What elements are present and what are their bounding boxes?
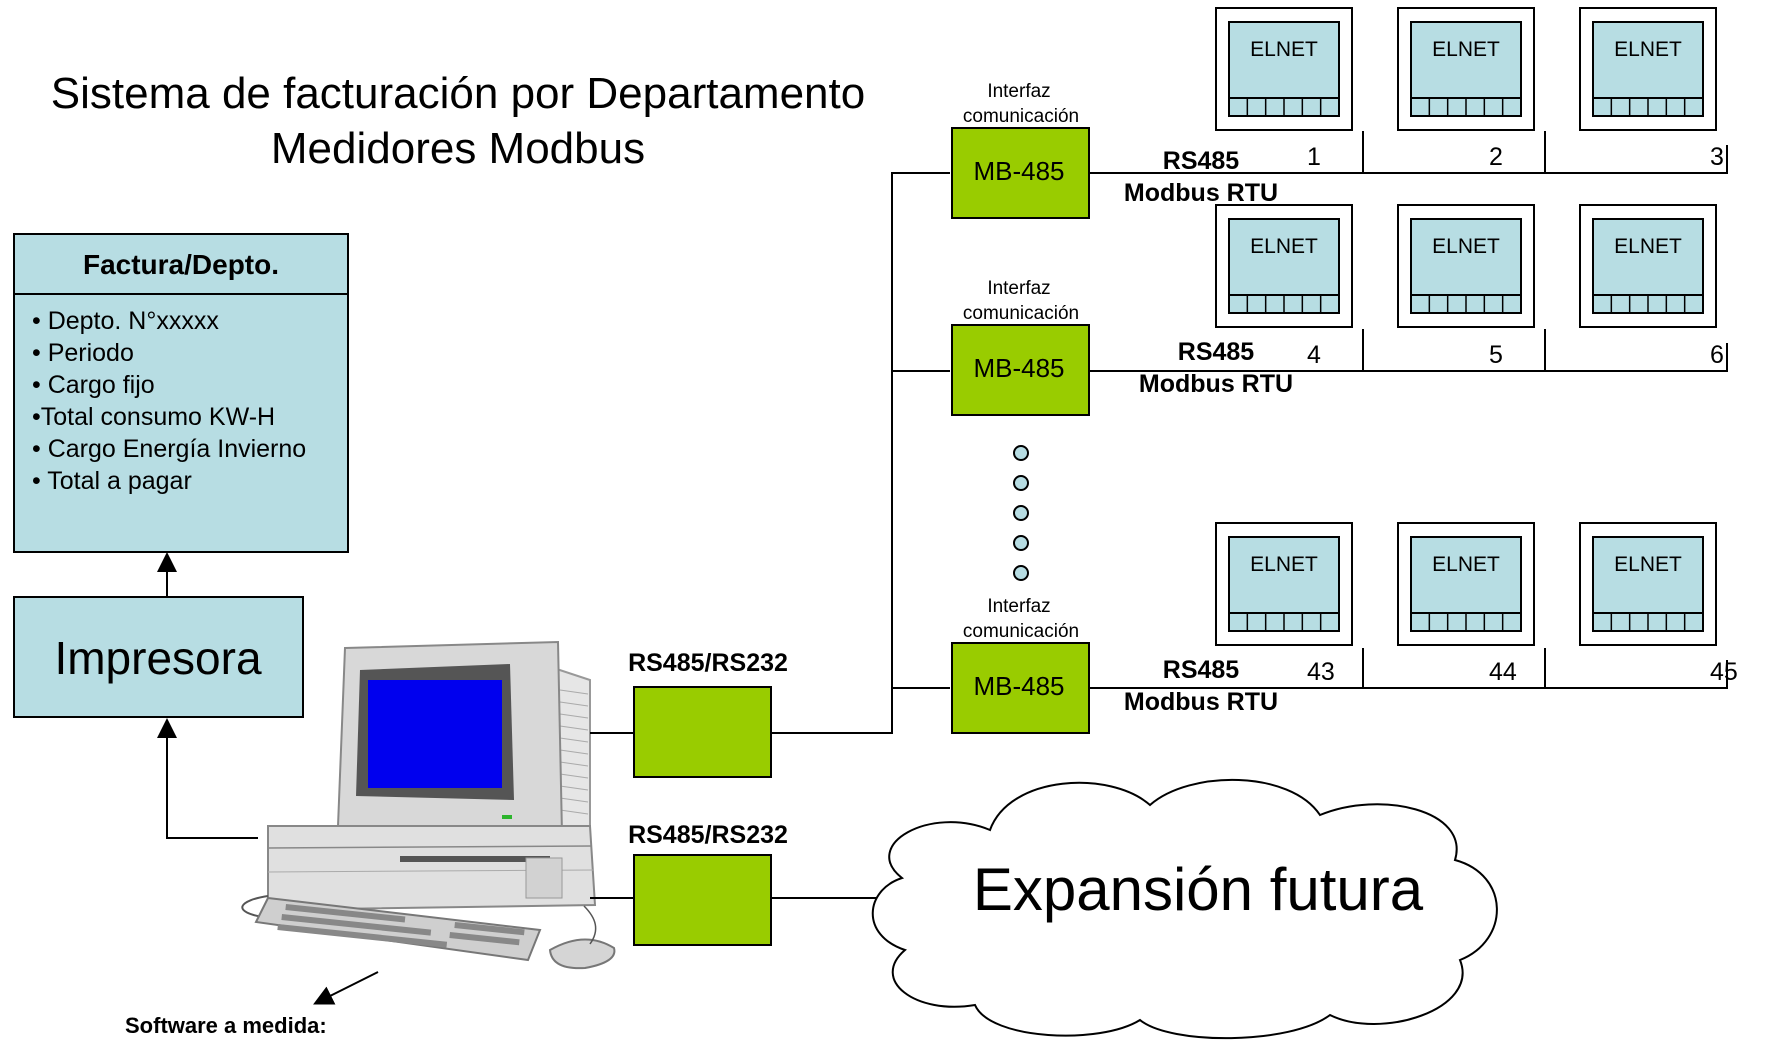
bus-1-protocol-line2: Modbus RTU bbox=[1124, 179, 1278, 207]
elnet-meter-44: ELNET 44 bbox=[1397, 522, 1535, 686]
meter-number-6: 6 bbox=[1710, 341, 1724, 369]
invoice-heading: Factura/Depto. bbox=[83, 249, 279, 280]
computer-to-printer-arrow bbox=[157, 718, 258, 839]
title-line-2: Medidores Modbus bbox=[271, 124, 645, 173]
elnet-meter-5-label: ELNET bbox=[1432, 235, 1500, 258]
cloud-label: Expansión futura bbox=[973, 856, 1424, 923]
wiring bbox=[590, 131, 1728, 899]
interface-caption-1: Interfaz comunicación bbox=[963, 81, 1079, 127]
elnet-meter-3: ELNET 3 bbox=[1579, 7, 1724, 171]
elnet-meter-43: ELNET 43 bbox=[1215, 522, 1353, 686]
meter-number-45: 45 bbox=[1710, 658, 1738, 686]
invoice-item-5: • Cargo Energía Invierno bbox=[32, 435, 306, 463]
meter-number-1: 1 bbox=[1307, 143, 1321, 171]
elnet-meter-2-label: ELNET bbox=[1432, 38, 1500, 61]
invoice-item-6: • Total a pagar bbox=[32, 467, 192, 495]
elnet-meter-3-label: ELNET bbox=[1614, 38, 1682, 61]
expansion-cloud: Expansión futura bbox=[871, 778, 1498, 1040]
meter-number-5: 5 bbox=[1489, 341, 1503, 369]
meter-number-4: 4 bbox=[1307, 341, 1321, 369]
software-label: Software a medida: bbox=[125, 1013, 327, 1038]
meters: ELNET1ELNET2ELNET3ELNET4ELNET5ELNET6ELNE… bbox=[1215, 7, 1738, 686]
mb485-module-2-label: MB-485 bbox=[973, 353, 1064, 383]
invoice-item-1: • Depto. N°xxxxx bbox=[32, 307, 219, 335]
interface-caption-1-line1: Interfaz bbox=[987, 81, 1050, 102]
interface-caption-2: Interfaz comunicación bbox=[963, 278, 1079, 324]
meter-number-3: 3 bbox=[1710, 143, 1724, 171]
converter-2-label: RS485/RS232 bbox=[628, 821, 788, 849]
interface-caption-1-line2: comunicación bbox=[963, 106, 1079, 127]
elnet-meter-43-label: ELNET bbox=[1250, 553, 1318, 576]
elnet-meter-5: ELNET 5 bbox=[1397, 204, 1535, 369]
elnet-meter-4: ELNET 4 bbox=[1215, 204, 1353, 369]
bus-3-protocol-line2: Modbus RTU bbox=[1124, 688, 1278, 716]
interface-caption-2-line1: Interfaz bbox=[987, 278, 1050, 299]
interface-caption-3-line1: Interfaz bbox=[987, 596, 1050, 617]
bus-1-protocol: RS485 Modbus RTU bbox=[1124, 147, 1278, 207]
elnet-meter-4-label: ELNET bbox=[1250, 235, 1318, 258]
bus-1-protocol-line1: RS485 bbox=[1163, 147, 1240, 175]
meter-number-44: 44 bbox=[1489, 658, 1517, 686]
title-line-1: Sistema de facturación por Departamento bbox=[51, 69, 865, 118]
invoice-item-4: •Total consumo KW-H bbox=[32, 403, 275, 431]
elnet-meter-45-label: ELNET bbox=[1614, 553, 1682, 576]
invoice-box: Factura/Depto. • Depto. N°xxxxx • Period… bbox=[13, 233, 349, 553]
computer-icon bbox=[241, 640, 616, 970]
invoice-item-2: • Periodo bbox=[32, 339, 134, 367]
meter-number-2: 2 bbox=[1489, 143, 1503, 171]
elnet-meter-44-label: ELNET bbox=[1432, 553, 1500, 576]
monitor-screen bbox=[368, 680, 502, 788]
converter-1-label: RS485/RS232 bbox=[628, 649, 788, 677]
printer-box: Impresora bbox=[13, 596, 304, 718]
bus-3-protocol-line1: RS485 bbox=[1163, 656, 1240, 684]
bus-2-protocol-line2: Modbus RTU bbox=[1139, 370, 1293, 398]
elnet-meter-2: ELNET 2 bbox=[1397, 7, 1535, 171]
interface-caption-3-line2: comunicación bbox=[963, 621, 1079, 642]
mb485-module-1: MB-485 bbox=[951, 127, 1090, 219]
mb485-module-3-label: MB-485 bbox=[973, 671, 1064, 701]
mb485-module-1-label: MB-485 bbox=[973, 156, 1064, 186]
interface-caption-2-line2: comunicación bbox=[963, 303, 1079, 324]
elnet-meter-1: ELNET 1 bbox=[1215, 7, 1353, 171]
continuation-dots bbox=[1013, 445, 1029, 581]
meter-number-43: 43 bbox=[1307, 658, 1335, 686]
elnet-meter-6: ELNET 6 bbox=[1579, 204, 1724, 369]
bus-2-protocol-line1: RS485 bbox=[1178, 338, 1255, 366]
printer-label: Impresora bbox=[54, 632, 261, 684]
bus-2-protocol: RS485 Modbus RTU bbox=[1139, 338, 1293, 398]
elnet-meter-45: ELNET 45 bbox=[1579, 522, 1738, 686]
bus-3-protocol: RS485 Modbus RTU bbox=[1124, 656, 1278, 716]
interface-caption-3: Interfaz comunicación bbox=[963, 596, 1079, 642]
converter-2: RS485/RS232 bbox=[628, 821, 788, 946]
invoice-item-3: • Cargo fijo bbox=[32, 371, 155, 399]
converter-1: RS485/RS232 bbox=[628, 649, 788, 778]
mb485-module-2: MB-485 bbox=[951, 324, 1090, 416]
software-arrow bbox=[313, 971, 379, 1005]
elnet-meter-1-label: ELNET bbox=[1250, 38, 1318, 61]
mb485-module-3: MB-485 bbox=[951, 642, 1090, 734]
elnet-meter-6-label: ELNET bbox=[1614, 235, 1682, 258]
